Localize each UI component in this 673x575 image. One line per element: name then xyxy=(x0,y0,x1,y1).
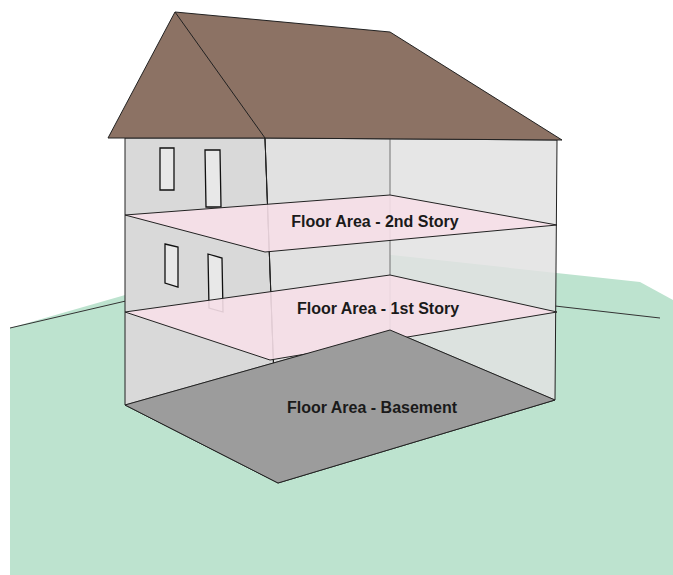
horizon-line xyxy=(10,300,130,328)
plane-shape xyxy=(125,195,557,252)
floor-label: Floor Area - 2nd Story xyxy=(291,213,458,231)
basement-floor: Floor Area - Basement xyxy=(125,330,555,483)
floor-plane: Floor Area - 2nd Story xyxy=(125,195,557,252)
window xyxy=(205,150,221,207)
ground xyxy=(10,245,673,575)
roof-edge xyxy=(175,12,265,138)
floor-label: Floor Area - Basement xyxy=(287,399,457,417)
horizon-line xyxy=(555,306,660,318)
roof xyxy=(108,12,562,140)
window xyxy=(160,148,174,190)
floor-label: Floor Area - 1st Story xyxy=(297,300,459,318)
plane-shape xyxy=(125,330,555,483)
window xyxy=(165,244,178,287)
